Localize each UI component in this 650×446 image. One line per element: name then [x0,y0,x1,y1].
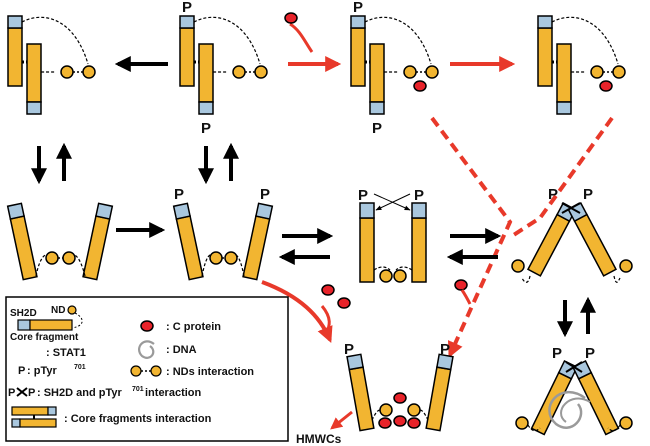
ptyr-label: P [583,186,593,203]
legend-ptyr-sup: 701 [74,364,86,371]
legend-sh2d-label: SH2D [10,308,37,319]
c-protein-binding-curve [460,289,472,305]
parallel-dimer-c: P P [358,187,427,283]
dimer-c-protein-complex: P P [344,341,454,432]
ptyr-label: P [552,345,562,362]
parallel-dimer-b: P P [172,186,274,281]
antiparallel-dimer-1 [7,15,96,115]
legend-pxp-sup: 701 [132,386,144,393]
legend-pxp-right: P [28,387,35,399]
ptyr-label: P [585,345,595,362]
ptyr-label: P [414,187,424,204]
legend-pxp-desc: : SH2D and pTyr [37,387,122,399]
legend-core-fragment-label: Core fragment [10,332,79,343]
c-protein [454,279,468,291]
ptyr-label: P [548,186,558,203]
legend-dna-desc: : DNA [166,344,197,356]
legend: SH2D ND Core fragment : STAT1 P : pTyr 7… [5,296,289,442]
dna [548,391,586,429]
ptyr-label: P [182,0,192,16]
ptyr-label: P [174,186,184,203]
legend-core-fragments-desc: : Core fragments interaction [64,413,212,425]
antiparallel-dimer-4-with-c-protein [537,15,626,115]
c-protein-binding-curve [289,22,314,53]
dna-bound-dimer: P P [515,345,633,436]
c-protein [599,80,613,92]
legend-nds-desc: : NDs interaction [166,366,254,378]
legend-p-key: P [18,365,25,377]
ptyr-label: P [353,0,363,16]
arrow-to-hmwcs [330,410,353,430]
c-protein [413,80,427,92]
c-protein [337,297,351,309]
red-dashed-arrow-2 [510,116,614,238]
ptyr-label: P [260,186,270,203]
legend-c-protein-desc: : C protein [166,321,221,333]
c-protein [284,12,298,24]
ptyr-label: P [372,120,382,137]
ptyr-label: P [201,120,211,137]
legend-ptyr-desc: : pTyr [27,365,57,377]
legend-nd-label: ND [51,305,65,316]
hmwcs-label: HMWCs [296,432,342,446]
legend-pxp-tail: interaction [145,387,202,399]
c-protein-binding-curve [320,305,331,335]
antiparallel-dimer-3-with-c-protein: P P [350,0,439,137]
ptyr-label: P [358,187,368,204]
parallel-dimer-a [6,202,114,281]
ptyr-label: P [344,341,354,358]
legend-pxp-left: P [8,387,15,399]
antiparallel-dimer-2: P P [179,0,268,137]
c-protein [321,284,335,296]
legend-stat1-desc: : STAT1 [46,347,86,359]
red-dashed-arrow-1 [430,116,513,358]
ptyr-label: P [440,341,450,358]
parallel-dimer-d: P P [511,186,633,283]
